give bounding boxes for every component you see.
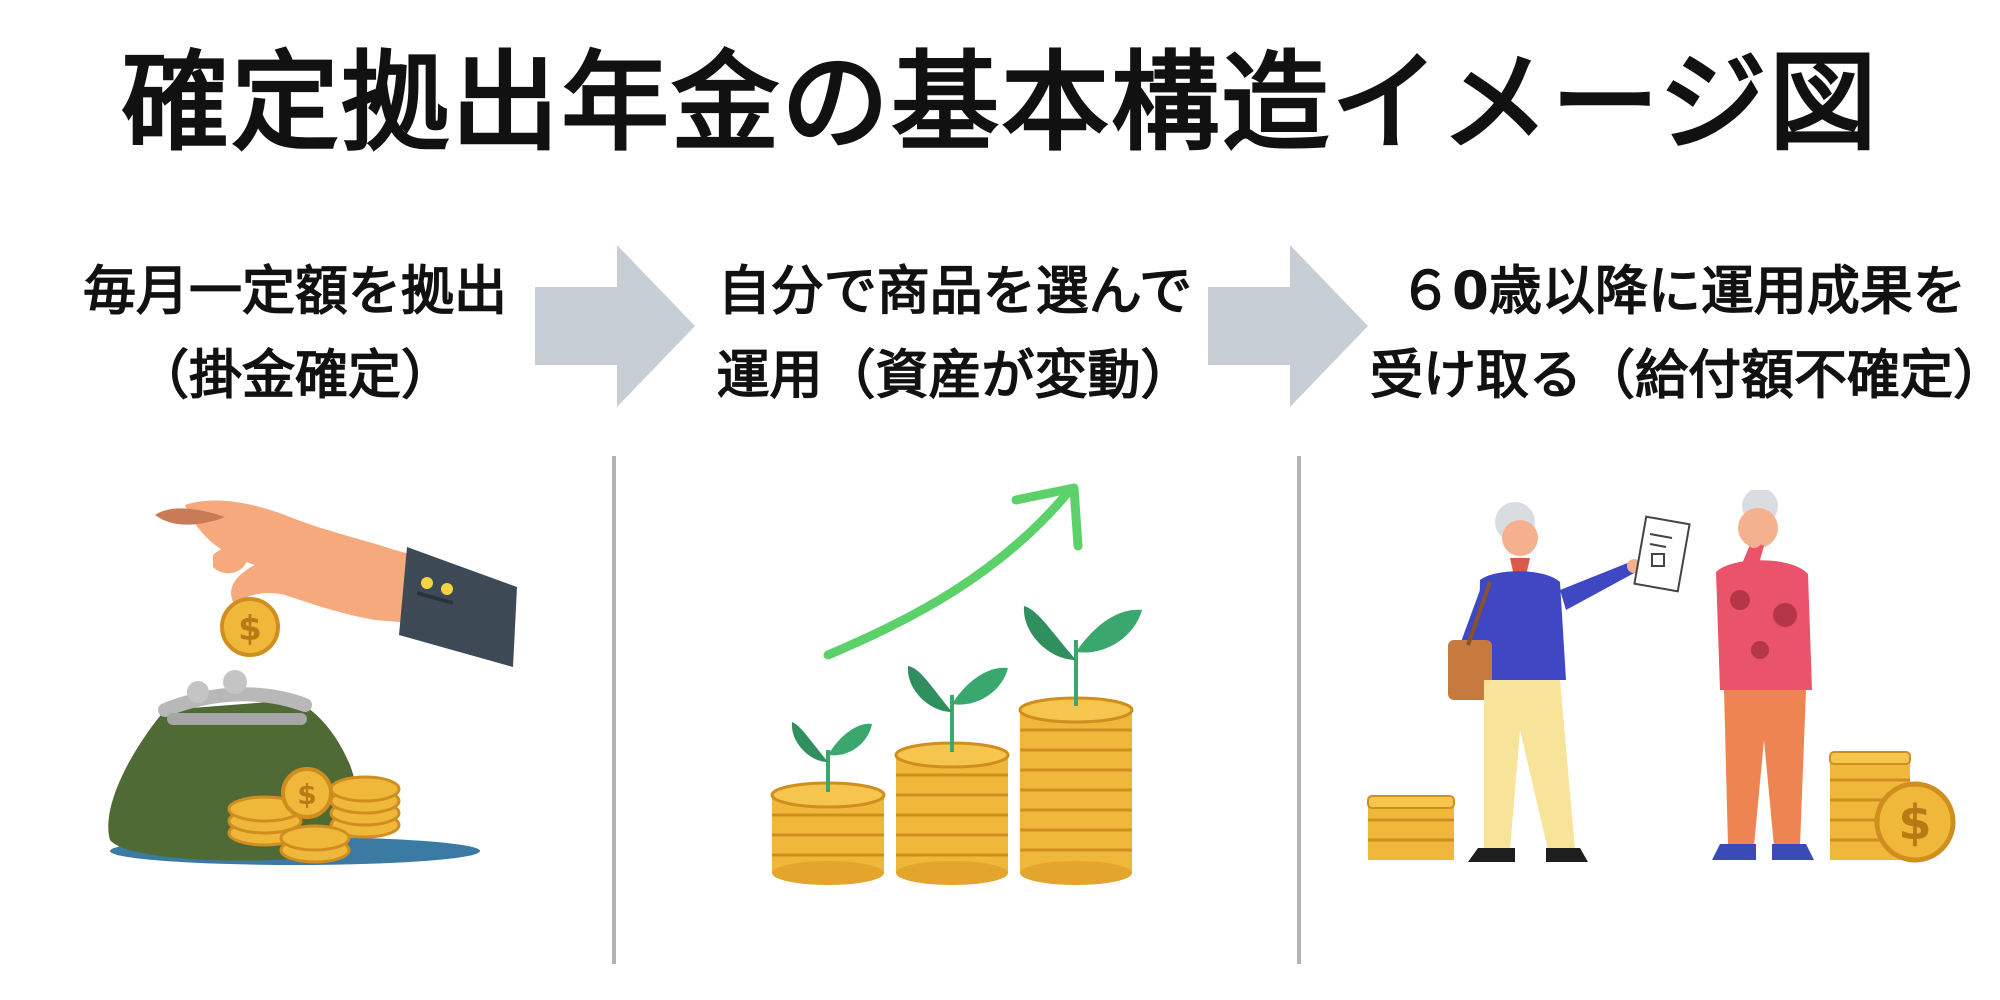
step-investment-line2: 運用（資産が変動） <box>716 345 1194 406</box>
coin-stack-right: $ <box>1829 751 1956 863</box>
growth-illustration <box>770 483 1142 885</box>
svg-text:$: $ <box>1898 795 1931 851</box>
sprout-icon <box>907 666 1008 752</box>
svg-text:$: $ <box>297 778 316 811</box>
coin-stack-medium <box>894 741 1010 885</box>
step-receipt-line1: ６0歳以降に運用成果を <box>1399 261 1966 322</box>
step-contribution-line1: 毎月一定額を拠出 <box>83 261 507 322</box>
coin-stack-large <box>1018 696 1134 885</box>
step-receipt: ６0歳以降に運用成果を 受け取る（給付額不確定） <box>1370 250 2000 418</box>
column-divider <box>612 456 616 964</box>
coin-purse-illustration: $ $ <box>108 500 517 865</box>
step-contribution-line2: （掛金確定） <box>136 345 454 406</box>
coin-pile-icon: $ <box>227 767 401 864</box>
svg-text:$: $ <box>238 609 262 649</box>
elderly-man-icon <box>1712 490 1814 860</box>
step-contribution: 毎月一定額を拠出 （掛金確定） <box>65 250 525 418</box>
document-icon <box>1633 515 1691 593</box>
elderly-woman-icon <box>1448 502 1641 862</box>
step-investment: 自分で商品を選んで 運用（資産が変動） <box>705 250 1205 418</box>
growth-arrow-icon <box>823 483 1083 660</box>
coin-stack-left <box>1367 795 1455 860</box>
hand-icon <box>155 500 517 667</box>
retirement-illustration: $ <box>1367 490 1956 863</box>
step-receipt-line2: 受け取る（給付額不確定） <box>1370 345 2000 406</box>
coin-stack-small <box>770 781 886 885</box>
purse-icon <box>108 670 480 865</box>
page-title: 確定拠出年金の基本構造イメージ図 <box>121 41 1879 166</box>
sprout-icon <box>791 722 872 792</box>
coin-icon: $ <box>220 597 280 657</box>
sprout-icon <box>1023 606 1142 706</box>
flow-arrow-icon <box>1208 245 1368 407</box>
column-divider <box>1297 456 1301 964</box>
step-investment-line1: 自分で商品を選んで <box>717 261 1193 322</box>
flow-arrow-icon <box>535 245 695 407</box>
